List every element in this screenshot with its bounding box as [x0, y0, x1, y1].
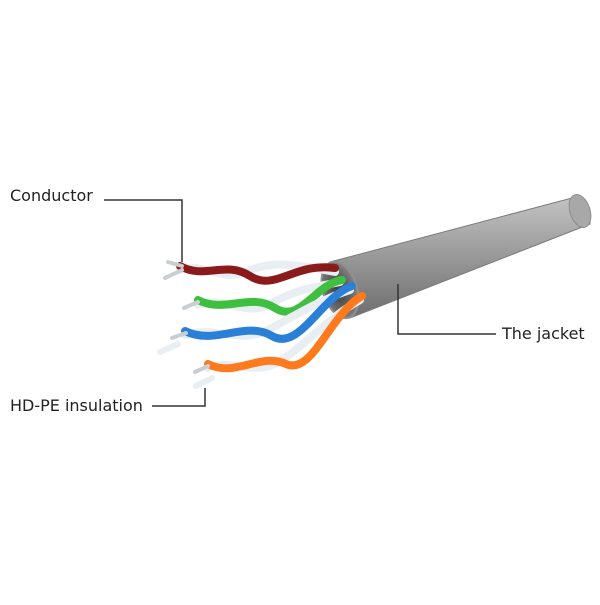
conductor-leader-line — [104, 199, 183, 262]
insulation-label: HD-PE insulation — [10, 396, 143, 415]
conductor-label: Conductor — [10, 186, 93, 205]
twisted-pair-blue — [157, 282, 356, 355]
jacket-leader-line — [397, 284, 496, 335]
twisted-pair-orange — [193, 292, 366, 389]
jacket-end-cap — [568, 194, 592, 228]
cable-jacket — [329, 197, 591, 319]
twisted-pair-green — [182, 276, 346, 316]
twisted-pair-brown — [163, 260, 339, 285]
insulation-leader-line — [152, 388, 206, 407]
jacket-label: The jacket — [502, 324, 585, 343]
